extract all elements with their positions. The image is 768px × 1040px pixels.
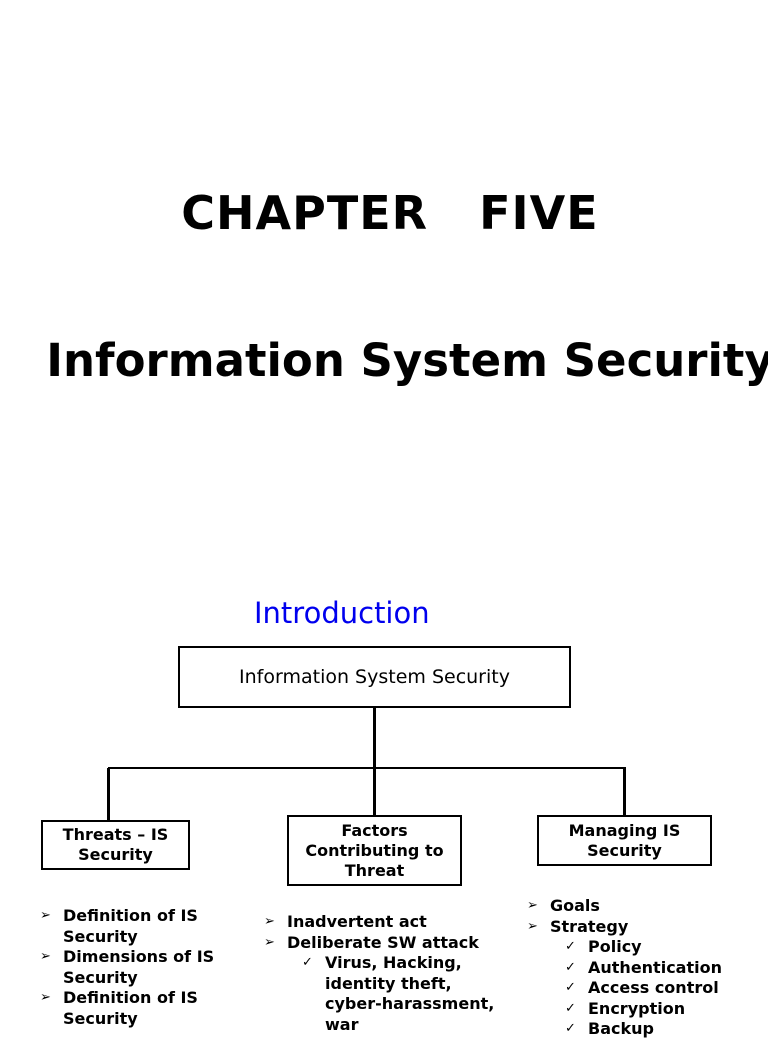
- sub-list-item: ✓Backup: [565, 1019, 654, 1038]
- list-item: ➢Definition of IS Security: [40, 906, 198, 946]
- list-item: ➢Inadvertent act: [264, 912, 427, 931]
- checkmark-icon: ✓: [565, 959, 576, 975]
- factors-list: ➢Inadvertent act ➢Deliberate SW attack ✓…: [264, 912, 509, 1035]
- sub-list-item: ✓Encryption: [565, 998, 686, 1018]
- checkmark-icon: ✓: [565, 1000, 576, 1016]
- arrow-bullet-icon: ➢: [40, 990, 51, 1005]
- root-node-label: Information System Security: [239, 666, 510, 688]
- managing-node-box: Managing IS Security: [537, 815, 712, 866]
- checkmark-icon: ✓: [565, 980, 576, 995]
- checkmark-icon: ✓: [565, 1021, 576, 1036]
- checkmark-icon: ✓: [302, 955, 313, 970]
- list-item: ➢Deliberate SW attack ✓Virus, Hacking, i…: [264, 933, 509, 1036]
- arrow-bullet-icon: ➢: [264, 934, 275, 950]
- arrow-bullet-icon: ➢: [527, 898, 538, 913]
- list-item: ➢Definition of IS Security: [40, 988, 198, 1028]
- factors-node-box: Factors Contributing to Threat: [287, 815, 462, 886]
- connector-horizontal: [108, 767, 626, 769]
- connector-factors: [373, 768, 376, 815]
- chapter-title: CHAPTER FIVE: [181, 186, 599, 240]
- sub-list-item: ✓Access control: [565, 978, 719, 997]
- sub-list-item: ✓Policy: [565, 937, 642, 956]
- arrow-bullet-icon: ➢: [264, 914, 275, 929]
- checkmark-icon: ✓: [565, 939, 576, 954]
- connector-root-down: [373, 708, 376, 768]
- sub-list-item: ✓Virus, Hacking, identity theft, cyber-h…: [302, 953, 495, 1034]
- main-title: Information System Security: [46, 334, 768, 387]
- threats-node-box: Threats – IS Security: [41, 820, 190, 870]
- arrow-bullet-icon: ➢: [40, 908, 51, 923]
- sub-list-item: ✓Authentication: [565, 957, 722, 977]
- threats-node-label: Threats – IS Security: [62, 825, 169, 864]
- list-item: ➢Strategy ✓Policy ✓Authentication ✓Acces…: [527, 917, 762, 1040]
- list-item: ➢Goals: [527, 896, 600, 915]
- connector-threats: [107, 768, 110, 820]
- arrow-bullet-icon: ➢: [40, 949, 51, 964]
- managing-node-label: Managing IS Security: [568, 820, 681, 860]
- list-item: ➢Dimensions of IS Security: [40, 947, 215, 987]
- connector-managing: [623, 768, 626, 815]
- arrow-bullet-icon: ➢: [527, 918, 538, 934]
- managing-list: ➢Goals ➢Strategy ✓Policy ✓Authentication…: [527, 896, 762, 1040]
- threats-list: ➢Definition of IS Security ➢Dimensions o…: [40, 906, 220, 1029]
- intro-heading: Introduction: [254, 596, 430, 630]
- root-node-box: Information System Security: [178, 646, 571, 708]
- factors-node-label: Factors Contributing to Threat: [305, 820, 444, 880]
